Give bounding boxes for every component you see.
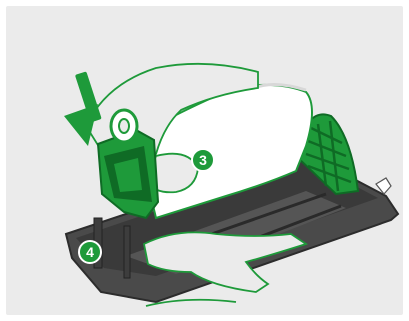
step-number-4: 4	[86, 244, 94, 260]
step-badge-4: 4	[79, 241, 101, 263]
step-badge-3: 3	[192, 149, 214, 171]
assembly-illustration: 3 4	[6, 6, 403, 315]
illustration-panel: 3 4	[6, 6, 403, 315]
step-number-3: 3	[199, 152, 207, 168]
